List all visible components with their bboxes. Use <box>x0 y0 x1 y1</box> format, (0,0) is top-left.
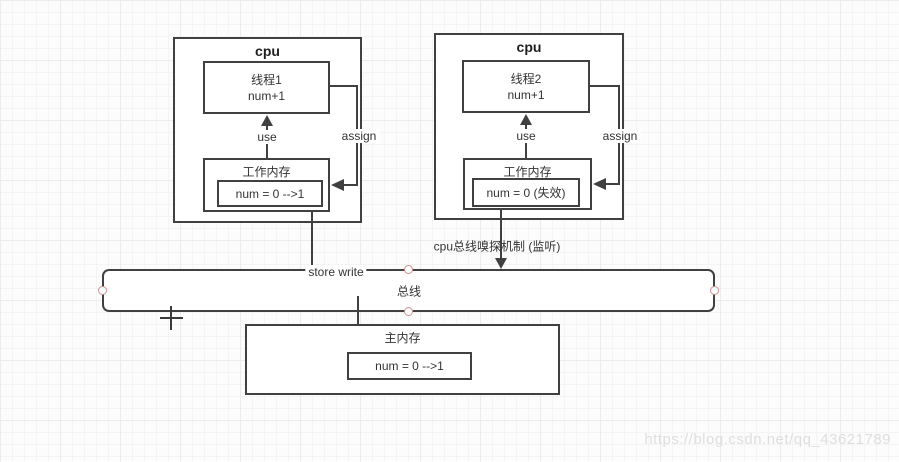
cpu-left-work-memory-title: 工作内存 <box>242 165 291 179</box>
watermark-text: https://blog.csdn.net/qq_43621789 <box>644 431 891 448</box>
assign-edge-right[interactable] <box>606 183 620 185</box>
cpu-right-work-memory-title: 工作内存 <box>503 165 552 179</box>
cpu-right-title: cpu <box>516 39 542 55</box>
main-memory-value: num = 0 -->1 <box>375 359 444 373</box>
cpu-right-thread-box[interactable]: 线程2 num+1 <box>462 60 590 113</box>
arrowhead-left-icon <box>593 178 606 190</box>
assign-edge-left[interactable] <box>344 184 358 186</box>
crosshair-cursor-icon <box>170 306 172 330</box>
bus-label: 总线 <box>396 284 422 299</box>
arrowhead-down-icon <box>495 258 507 269</box>
cpu-left-thread-box[interactable]: 线程1 num+1 <box>203 61 330 114</box>
connection-point-icon[interactable] <box>404 265 413 274</box>
use-label-right: use <box>513 129 539 143</box>
cpu-right-thread-name: 线程2 <box>510 71 542 86</box>
connection-point-icon[interactable] <box>98 286 107 295</box>
assign-edge-left[interactable] <box>330 85 358 87</box>
bus-sniff-label: cpu总线嗅探机制 (监听) <box>433 239 561 254</box>
assign-edge-right[interactable] <box>590 85 620 87</box>
bus-sniff-edge[interactable] <box>500 209 502 259</box>
arrowhead-up-icon <box>520 114 532 125</box>
cpu-right-work-memory-value-box[interactable]: num = 0 (失效) <box>472 178 580 207</box>
cpu-left-title: cpu <box>255 43 280 59</box>
assign-label-right: assign <box>599 129 641 143</box>
cpu-right-thread-op: num+1 <box>507 87 545 102</box>
use-label-left: use <box>254 130 280 144</box>
store-write-label: store write <box>305 265 367 279</box>
main-memory-value-box[interactable]: num = 0 -->1 <box>347 352 472 380</box>
cpu-left-thread-name: 线程1 <box>251 72 282 87</box>
arrowhead-left-icon <box>331 179 344 191</box>
cpu-left-thread-op: num+1 <box>247 88 286 103</box>
connection-point-icon[interactable] <box>710 286 719 295</box>
store-write-edge[interactable] <box>311 211 313 269</box>
assign-label-left: assign <box>338 129 380 143</box>
cpu-left-work-memory-value-box[interactable]: num = 0 -->1 <box>217 180 323 207</box>
arrowhead-up-icon <box>261 115 273 126</box>
main-memory-title: 主内存 <box>384 331 421 345</box>
cpu-left-work-memory-value: num = 0 -->1 <box>235 186 305 201</box>
cpu-right-work-memory-value: num = 0 (失效) <box>486 186 566 200</box>
bus-to-memory-edge[interactable] <box>357 296 359 341</box>
connection-point-icon[interactable] <box>404 307 413 316</box>
